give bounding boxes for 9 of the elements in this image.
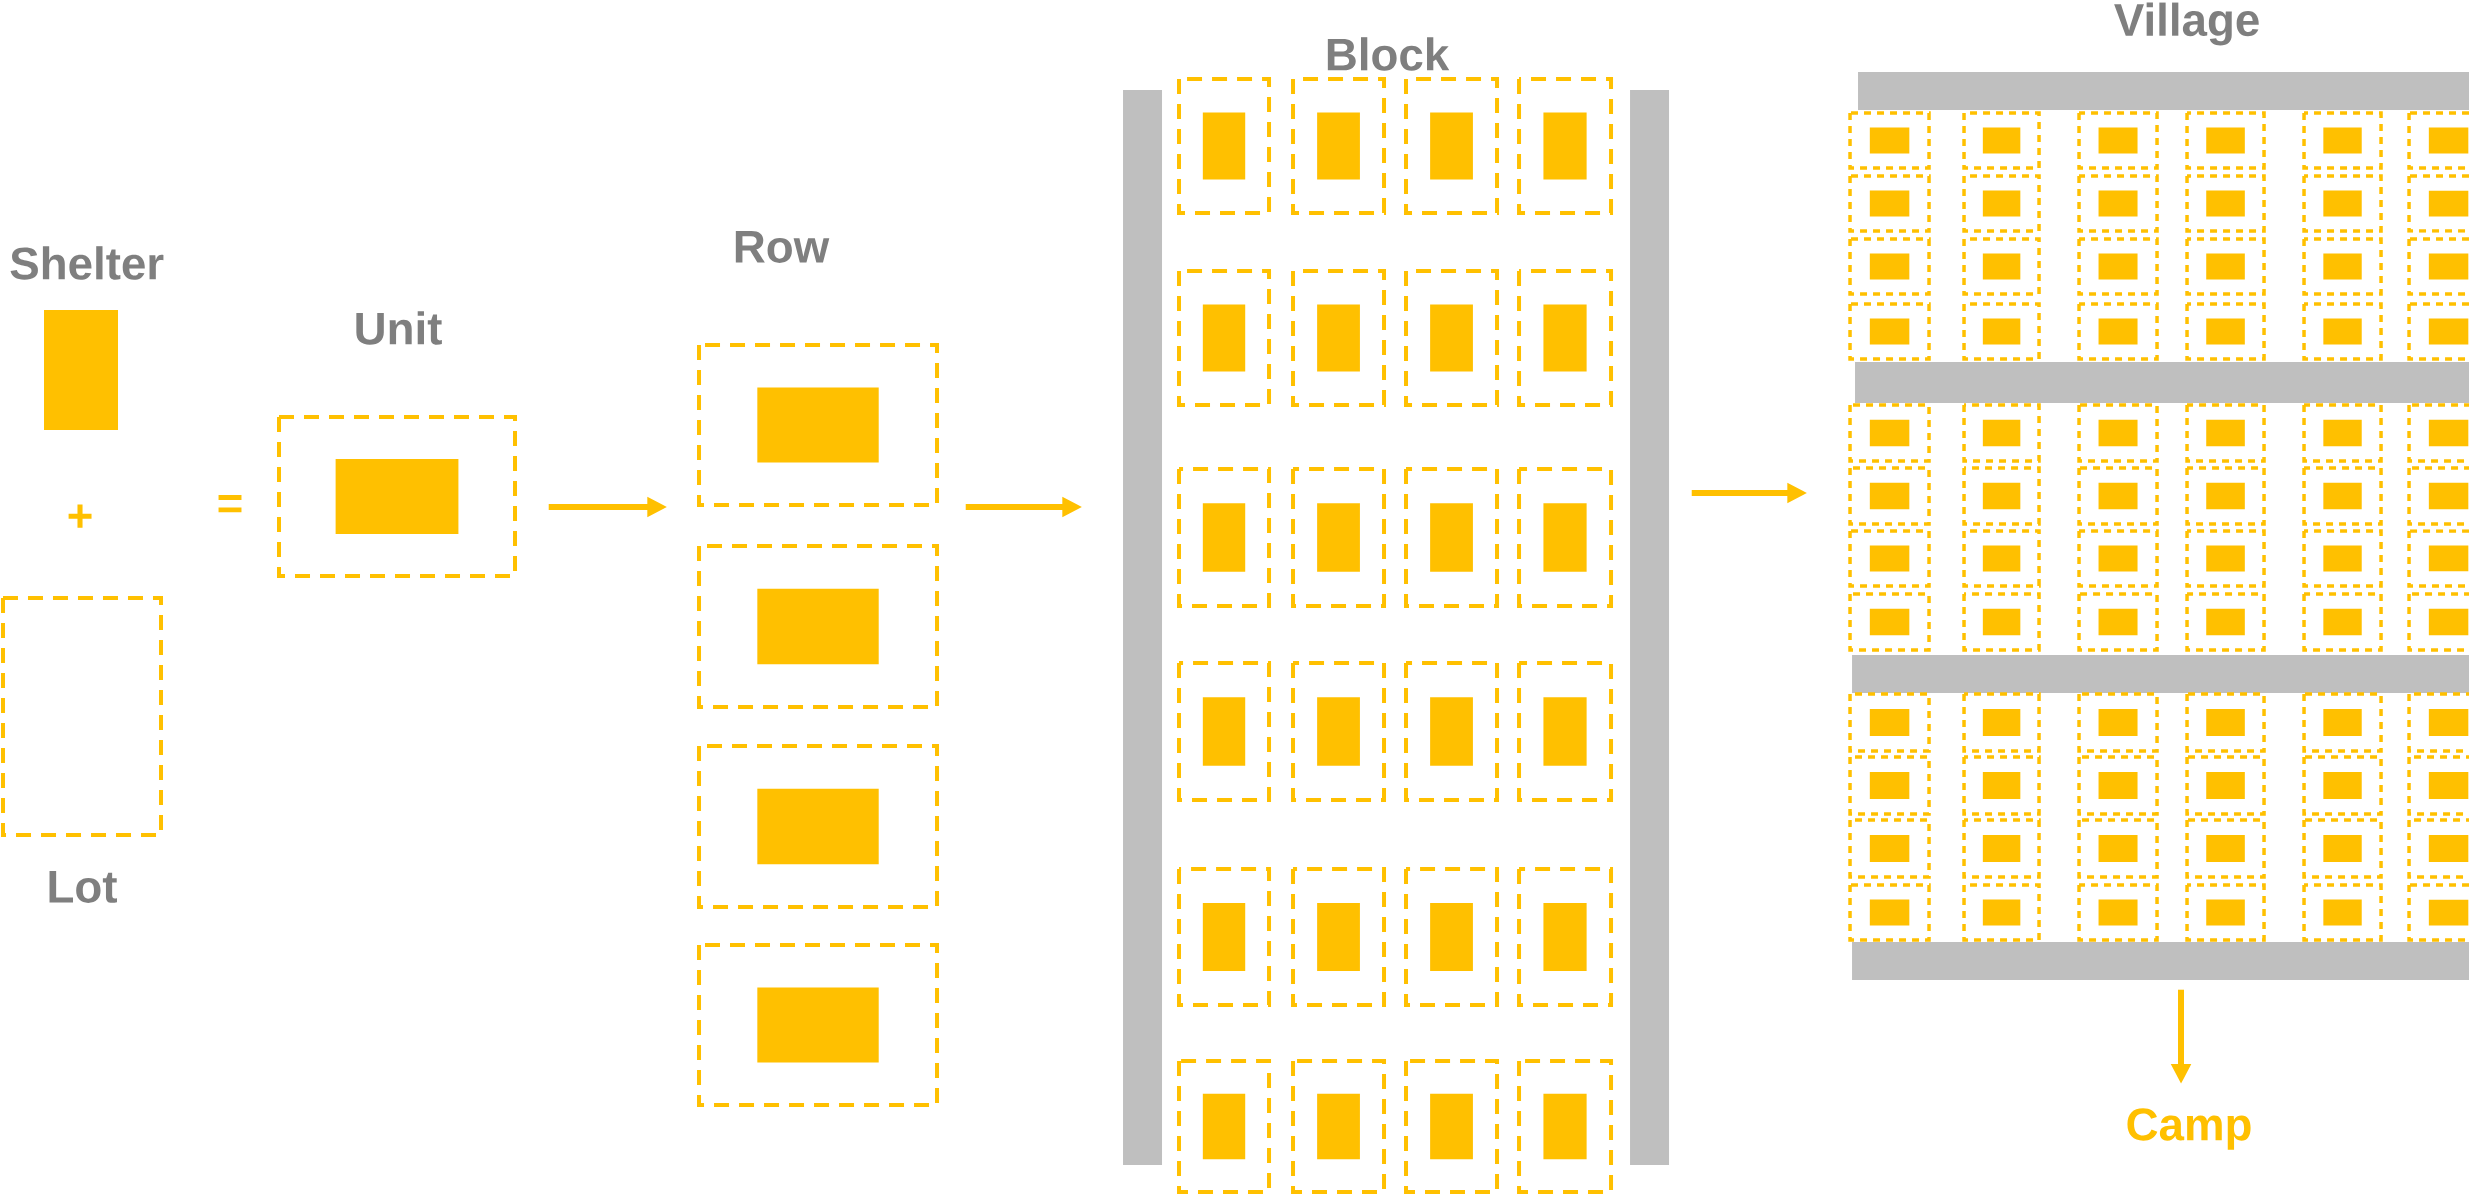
heading: Block: [1327, 37, 1450, 71]
heading: Lot: [49, 871, 117, 903]
heading: Row: [735, 231, 830, 263]
heading: Shelter: [10, 246, 164, 280]
equals-sign: =: [218, 495, 242, 513]
plus-sign: +: [68, 504, 92, 528]
camp-label: Camp: [2127, 1108, 2251, 1150]
heading: Unit: [356, 311, 442, 345]
heading: Village: [2114, 2, 2259, 46]
